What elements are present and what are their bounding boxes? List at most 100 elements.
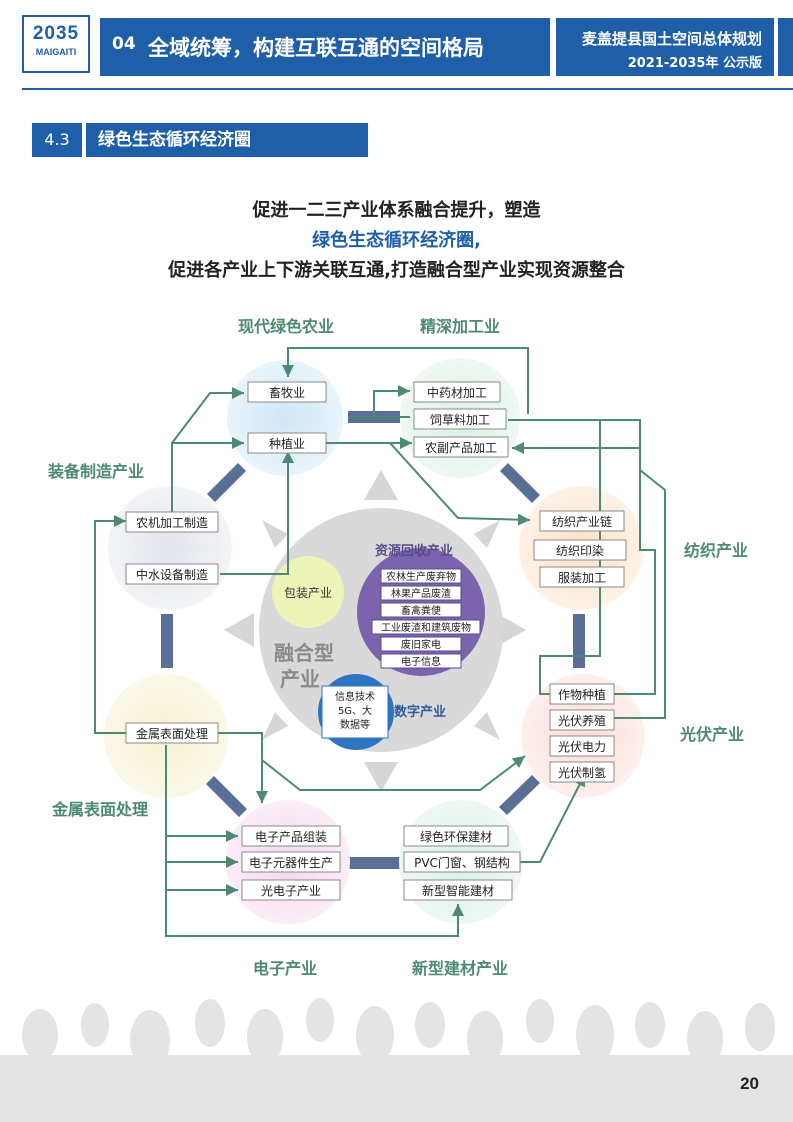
label-feed: 饲草料加工 xyxy=(430,413,490,427)
header-edge-bar xyxy=(778,18,793,76)
label-garment: 服装加工 xyxy=(558,571,606,585)
box-plant xyxy=(247,432,327,454)
fusion-label: 融合型产业 xyxy=(274,641,334,691)
box-opto xyxy=(241,879,341,901)
sector-label-agri: 现代绿色农业 xyxy=(238,317,334,336)
box-byprod xyxy=(413,436,509,458)
label-pv-power: 光伏电力 xyxy=(558,740,606,754)
flow-arrows xyxy=(94,347,666,937)
sector-circle-equip xyxy=(108,486,232,610)
box-tex-dye xyxy=(533,539,627,561)
box-water xyxy=(125,563,219,585)
hub-arrow-nw xyxy=(262,520,288,548)
plan-period: 2021-2035年 公示版 xyxy=(627,56,762,71)
chapter-number: 04 xyxy=(112,34,136,54)
pack-label: 包装产业 xyxy=(284,586,332,600)
box-garment xyxy=(539,566,625,588)
box-pv-h2 xyxy=(549,761,615,783)
label-pv-h2: 光伏制氢 xyxy=(558,765,606,780)
box-pv-breed xyxy=(549,709,615,731)
header-divider xyxy=(22,88,793,90)
sector-label-build: 新型建材产业 xyxy=(412,959,508,978)
box-animal xyxy=(247,381,327,403)
hub-arrow-se xyxy=(474,712,500,740)
sector-label-elec: 电子产业 xyxy=(253,959,317,978)
sector-label-metal: 金属表面处理 xyxy=(51,800,148,819)
box-pv-power xyxy=(549,735,615,757)
intro-line-1: 促进一二三产业体系融合提升，塑造 xyxy=(252,200,541,221)
sector-connectors xyxy=(161,411,585,869)
hub-arrow-left xyxy=(224,613,254,647)
label-pv-breed: 光伏养殖 xyxy=(558,713,606,728)
intro-line-2: 绿色生态循环经济圈, xyxy=(312,230,481,251)
sector-label-pv: 光伏产业 xyxy=(679,725,744,744)
sector-label-proc: 精深加工业 xyxy=(420,317,500,336)
logo: 2035 MAIGAITI xyxy=(22,15,90,73)
label-tex-dye: 纺织印染 xyxy=(556,543,604,558)
label-opto: 光电子产业 xyxy=(261,884,321,898)
recycle-item: 畜禽粪便 xyxy=(401,604,441,617)
box-crop xyxy=(549,683,615,705)
center-labels: 资源回收产业 农林生产废弃物 林果产品废渣 畜禽粪便 工业废渣和建筑废物 废旧家… xyxy=(274,543,471,731)
circular-economy-diagram: 畜牧业 种植业 中药材加工 饲草料加工 农副产品加工 农机加工制造 中水设备制造… xyxy=(47,317,748,978)
chapter-title: 全域统筹，构建互联互通的空间格局 xyxy=(148,36,484,60)
sector-label-equip: 装备制造产业 xyxy=(47,462,144,481)
recycle-item-boxes xyxy=(371,568,481,669)
hub-arrow-right xyxy=(496,613,526,647)
recycle-item: 电子信息 xyxy=(401,655,441,668)
item-boxes xyxy=(125,381,627,901)
box-smart-mat xyxy=(403,879,513,901)
hub-arrow-ne xyxy=(474,520,500,548)
section-number: 4.3 xyxy=(32,123,82,157)
digital-item: 信息技术 xyxy=(335,690,375,703)
label-tex-chain: 纺织产业链 xyxy=(552,514,612,529)
plan-title: 麦盖提县国土空间总体规划 xyxy=(581,30,762,48)
page-number: 20 xyxy=(740,1074,759,1093)
recycle-item: 林果产品废渣 xyxy=(391,587,451,600)
recycle-item: 工业废渣和建筑废物 xyxy=(381,621,471,634)
label-animal: 畜牧业 xyxy=(269,385,305,400)
box-elec-comp xyxy=(241,851,341,873)
chapter-banner: 04 全域统筹，构建互联互通的空间格局 xyxy=(100,18,550,76)
box-metal xyxy=(125,722,219,744)
label-pvc: PVC门窗、钢结构 xyxy=(414,855,510,870)
box-green-mat xyxy=(403,825,509,847)
item-labels: 畜牧业 种植业 中药材加工 饲草料加工 农副产品加工 农机加工制造 中水设备制造… xyxy=(136,385,612,898)
recycle-item: 废旧家电 xyxy=(401,638,441,651)
box-pvc xyxy=(403,851,521,873)
digital-item: 数据等 xyxy=(340,718,370,731)
label-herb: 中药材加工 xyxy=(427,385,487,400)
label-crop: 作物种植 xyxy=(558,687,606,702)
digital-title: 数字产业 xyxy=(394,704,446,720)
section-title: 绿色生态循环经济圈 xyxy=(86,123,368,157)
recycle-item: 农林生产废弃物 xyxy=(386,570,456,583)
box-feed xyxy=(413,408,507,430)
sector-label-textile: 纺织产业 xyxy=(684,541,748,560)
label-byprod: 农副产品加工 xyxy=(425,441,497,455)
box-herb xyxy=(413,381,501,403)
hub-arrow-sw xyxy=(262,712,288,740)
logo-sub: MAIGAITI xyxy=(35,47,77,57)
label-smart-mat: 新型智能建材 xyxy=(422,883,494,898)
box-tex-chain xyxy=(539,510,625,532)
recycle-title: 资源回收产业 xyxy=(375,543,453,559)
box-elec-asm xyxy=(241,825,341,847)
sector-labels: 现代绿色农业 精深加工业 装备制造产业 纺织产业 光伏产业 金属表面处理 电子产… xyxy=(47,317,748,978)
box-machine xyxy=(125,511,219,533)
label-elec-comp: 电子元器件生产 xyxy=(249,856,333,870)
label-metal: 金属表面处理 xyxy=(136,726,208,741)
label-elec-asm: 电子产品组装 xyxy=(255,830,327,844)
label-plant: 种植业 xyxy=(269,436,305,451)
hub-arrow-down xyxy=(364,762,398,792)
footer-silhouettes xyxy=(0,998,793,1122)
digital-item: 5G、大 xyxy=(338,704,372,717)
plan-banner: 麦盖提县国土空间总体规划 2021-2035年 公示版 xyxy=(556,18,774,76)
label-green-mat: 绿色环保建材 xyxy=(420,829,492,844)
label-machine: 农机加工制造 xyxy=(136,516,208,530)
logo-year: 2035 xyxy=(32,23,80,44)
hub-arrow-up xyxy=(364,470,398,500)
label-water: 中水设备制造 xyxy=(136,567,208,582)
pack-circle xyxy=(272,556,344,628)
digital-box xyxy=(321,685,389,739)
sector-circle-agri xyxy=(227,360,343,476)
